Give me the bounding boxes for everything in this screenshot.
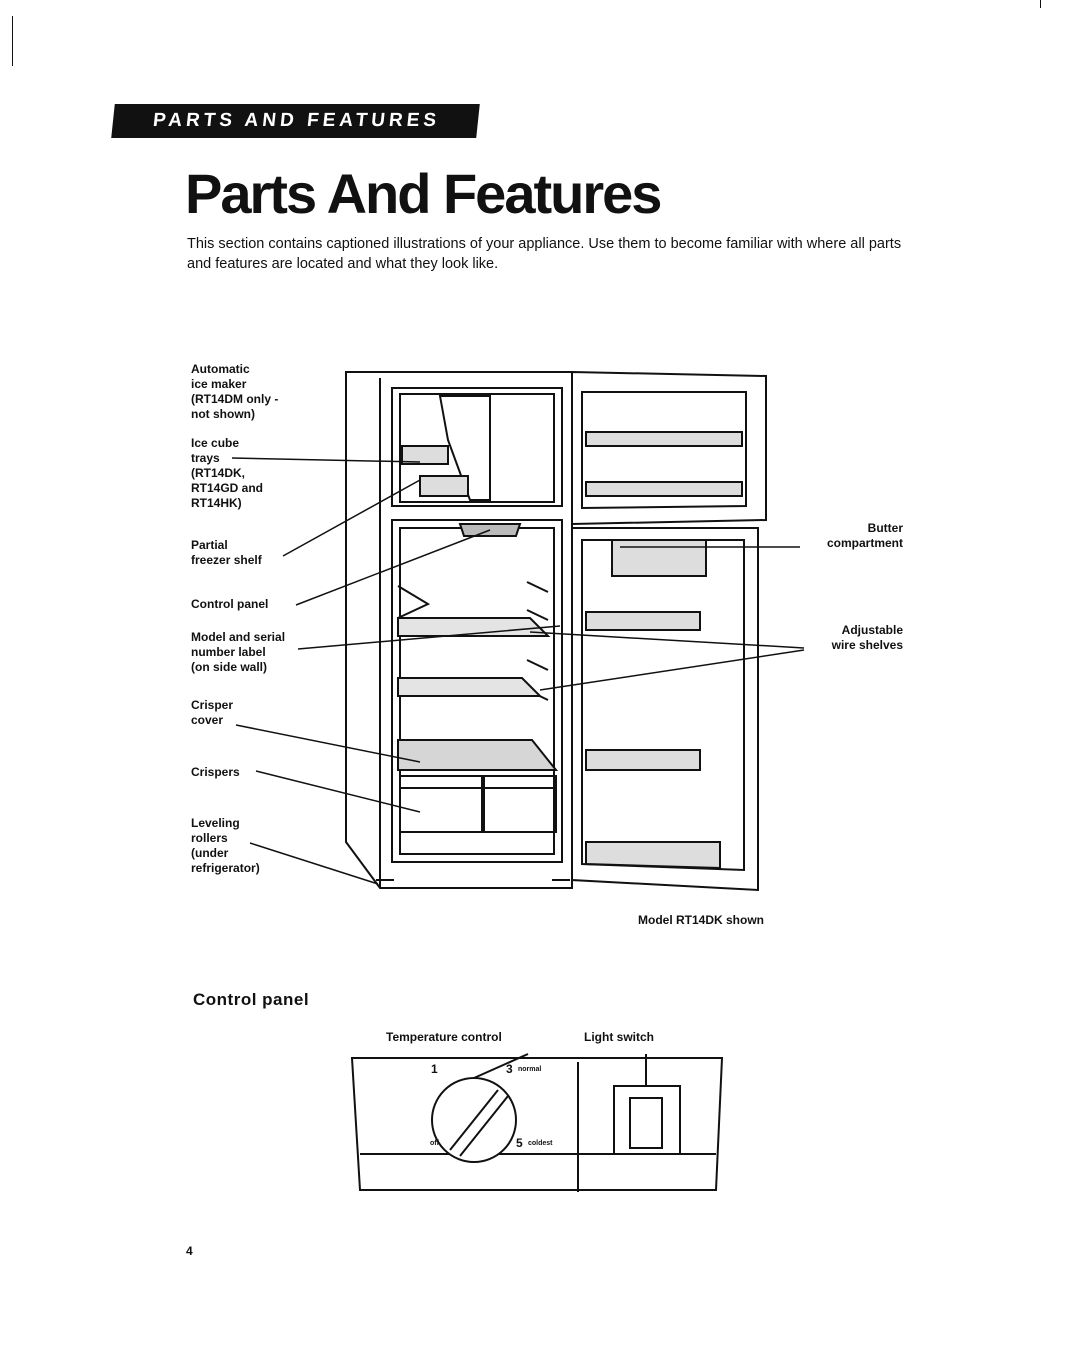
callout-model-serial-label: Model and serial number label (on side w… <box>191 630 285 675</box>
callout-adjustable-wire-shelves: Adjustable wire shelves <box>803 623 903 653</box>
callout-crisper-cover: Crisper cover <box>191 698 233 728</box>
callout-line: not shown) <box>191 407 255 421</box>
callout-line: (RT14DM only - <box>191 392 279 406</box>
temperature-control-label: Temperature control <box>386 1030 502 1044</box>
dial-mark-coldest: coldest <box>528 1140 553 1147</box>
callout-line: Adjustable <box>841 623 903 637</box>
callout-line: freezer shelf <box>191 553 262 567</box>
page-title: Parts And Features <box>185 162 662 225</box>
callout-line: Control panel <box>191 597 269 611</box>
control-panel-heading: Control panel <box>193 990 310 1009</box>
callout-line: Model and serial <box>191 630 286 644</box>
callout-ice-cube-trays: Ice cube trays (RT14DK, RT14GD and RT14H… <box>191 436 263 511</box>
dial-mark-normal: normal <box>518 1066 542 1073</box>
edge-mark-right <box>1040 0 1041 8</box>
dial-mark-1: 1 <box>431 1062 438 1076</box>
intro-paragraph: This section contains captioned illustra… <box>187 236 902 272</box>
edge-mark-left <box>12 16 13 66</box>
callout-line: ice maker <box>191 377 247 391</box>
callout-line: RT14GD and <box>191 481 264 495</box>
callout-line: trays <box>191 451 220 465</box>
callout-line: number label <box>191 645 266 659</box>
callout-line: RT14HK) <box>191 496 242 510</box>
dial-mark-off: off <box>430 1140 439 1147</box>
callout-line: Ice cube <box>191 436 240 450</box>
callout-line: Partial <box>191 538 228 552</box>
callout-line: rollers <box>191 831 228 845</box>
light-switch-label: Light switch <box>584 1030 654 1044</box>
dial-mark-5: 5 <box>516 1136 523 1150</box>
callout-line: (under <box>191 846 229 860</box>
diagram-caption: Model RT14DK shown <box>638 913 765 927</box>
callout-ice-maker: Automatic ice maker (RT14DM only - not s… <box>191 362 278 422</box>
callout-crispers: Crispers <box>191 765 240 780</box>
callout-line: cover <box>191 713 224 727</box>
callout-line: Leveling <box>191 816 240 830</box>
callout-partial-freezer-shelf: Partial freezer shelf <box>191 538 262 568</box>
callout-line: Butter <box>867 521 903 535</box>
callout-line: (on side wall) <box>191 660 268 674</box>
callout-control-panel: Control panel <box>191 597 268 612</box>
callout-line: Crispers <box>191 765 240 779</box>
callout-line: refrigerator) <box>191 861 260 875</box>
dial-mark-3: 3 <box>506 1062 513 1076</box>
callout-line: Automatic <box>191 362 250 376</box>
callout-leveling-rollers: Leveling rollers (under refrigerator) <box>191 816 260 876</box>
callout-line: (RT14DK, <box>191 466 246 480</box>
callout-line: wire shelves <box>831 638 903 652</box>
callout-butter-compartment: Butter compartment <box>803 521 903 551</box>
page-number: 4 <box>186 1244 193 1258</box>
callout-line: Crisper <box>191 698 234 712</box>
callout-line: compartment <box>826 536 903 550</box>
